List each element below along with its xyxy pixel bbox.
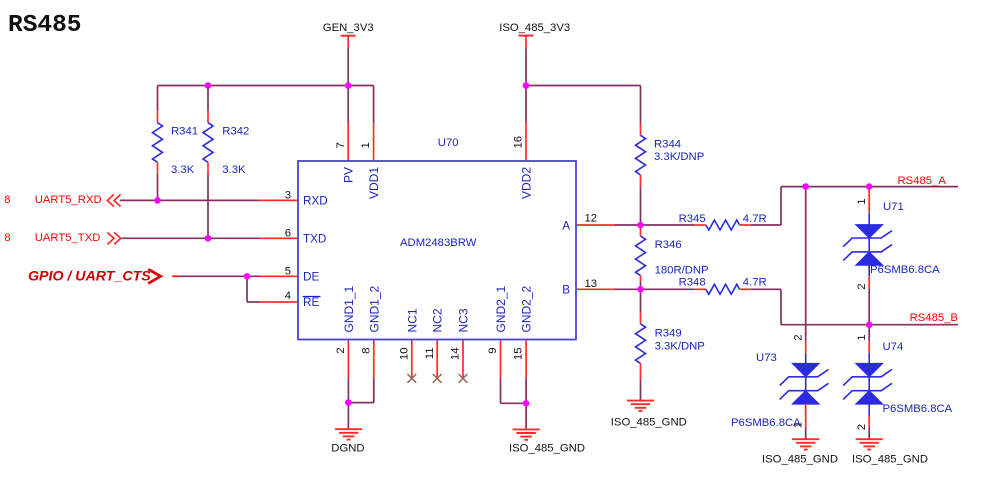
svg-text:14: 14 (450, 348, 462, 361)
svg-text:ISO_485_GND: ISO_485_GND (852, 453, 928, 465)
svg-text:1: 1 (360, 142, 372, 148)
svg-text:UART5_RXD: UART5_RXD (35, 194, 102, 206)
svg-text:R348: R348 (679, 277, 706, 289)
svg-text:VDD2: VDD2 (520, 167, 534, 199)
svg-text:8: 8 (4, 194, 10, 206)
svg-text:1: 1 (856, 199, 868, 205)
svg-text:GND2_1: GND2_1 (494, 285, 508, 332)
svg-text:U70: U70 (438, 137, 459, 149)
svg-text:2: 2 (335, 348, 347, 354)
svg-text:4.7R: 4.7R (743, 213, 767, 225)
svg-text:4: 4 (285, 290, 291, 302)
svg-text:R346: R346 (655, 239, 682, 251)
svg-text:3.3K: 3.3K (222, 164, 246, 176)
svg-text:R345: R345 (679, 213, 706, 225)
svg-text:UART5_TXD: UART5_TXD (35, 232, 101, 244)
svg-text:7: 7 (335, 142, 347, 148)
svg-text:10: 10 (398, 348, 410, 361)
svg-text:RS485_A: RS485_A (898, 175, 947, 187)
svg-text:2: 2 (856, 284, 868, 290)
svg-text:6: 6 (285, 227, 291, 239)
svg-text:GPIO / UART_CTS: GPIO / UART_CTS (28, 269, 151, 285)
svg-text:B: B (562, 284, 570, 297)
svg-text:A: A (562, 220, 570, 233)
svg-text:R349: R349 (655, 328, 682, 340)
svg-text:DGND: DGND (331, 443, 364, 455)
svg-text:3.3K: 3.3K (171, 164, 195, 176)
svg-text:GND1_2: GND1_2 (367, 285, 381, 332)
svg-text:NC2: NC2 (431, 308, 445, 332)
svg-text:ISO_485_GND: ISO_485_GND (762, 453, 838, 465)
svg-text:GND2_2: GND2_2 (520, 285, 534, 332)
svg-text:3.3K/DNP: 3.3K/DNP (654, 151, 704, 163)
svg-text:5: 5 (285, 265, 291, 277)
svg-text:U71: U71 (883, 201, 904, 213)
svg-text:2: 2 (792, 335, 804, 341)
svg-text:ISO_485_3V3: ISO_485_3V3 (499, 22, 570, 34)
svg-text:1: 1 (792, 422, 804, 428)
svg-text:P6SMB6.8CA: P6SMB6.8CA (870, 264, 940, 276)
svg-text:NC1: NC1 (405, 308, 419, 332)
svg-text:R341: R341 (171, 126, 198, 138)
svg-text:P6SMB6.8CA: P6SMB6.8CA (883, 403, 953, 415)
svg-text:13: 13 (585, 278, 598, 290)
svg-text:RE: RE (303, 296, 319, 309)
svg-text:GEN_3V3: GEN_3V3 (323, 22, 374, 34)
svg-text:3: 3 (285, 190, 291, 202)
svg-text:U74: U74 (883, 341, 904, 353)
svg-text:DE: DE (303, 270, 319, 283)
svg-text:8: 8 (4, 232, 10, 244)
svg-text:9: 9 (487, 348, 499, 354)
svg-text:VDD1: VDD1 (367, 167, 381, 199)
svg-text:R342: R342 (222, 126, 249, 138)
svg-text:RS485: RS485 (8, 12, 82, 39)
svg-text:180R/DNP: 180R/DNP (655, 265, 709, 277)
svg-text:ISO_485_GND: ISO_485_GND (611, 417, 687, 429)
svg-text:RXD: RXD (303, 195, 328, 208)
svg-text:PV: PV (342, 167, 356, 183)
svg-text:RS485_B: RS485_B (910, 312, 958, 324)
svg-text:GND1_1: GND1_1 (342, 285, 356, 332)
svg-text:16: 16 (513, 136, 525, 149)
svg-text:P6SMB6.8CA: P6SMB6.8CA (731, 417, 801, 429)
svg-text:ISO_485_GND: ISO_485_GND (509, 443, 585, 455)
svg-text:8: 8 (360, 348, 372, 354)
svg-text:2: 2 (856, 424, 868, 430)
svg-text:TXD: TXD (303, 232, 326, 245)
svg-text:3.3K/DNP: 3.3K/DNP (655, 341, 705, 353)
svg-text:12: 12 (585, 213, 598, 225)
svg-text:U73: U73 (756, 352, 777, 364)
svg-text:ADM2483BRW: ADM2483BRW (400, 237, 477, 249)
svg-text:NC3: NC3 (457, 308, 471, 332)
svg-text:11: 11 (424, 348, 436, 360)
svg-text:1: 1 (856, 335, 868, 341)
svg-text:15: 15 (513, 348, 525, 361)
svg-text:R344: R344 (654, 138, 681, 150)
svg-text:4.7R: 4.7R (743, 277, 767, 289)
